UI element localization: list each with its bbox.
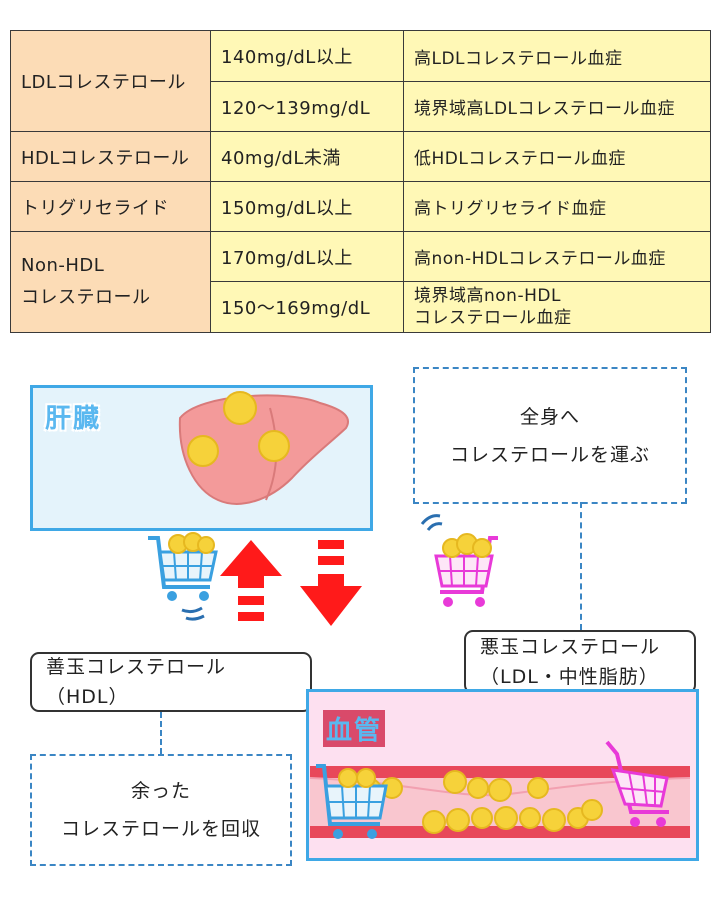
category-cell: Non-HDL コレステロール — [10, 231, 211, 333]
good-cholesterol-label: 善玉コレステロール（HDL） — [30, 652, 312, 712]
table-row: HDLコレステロール 40mg/dL未満 低HDLコレステロール血症 — [10, 131, 711, 182]
value-cell: 140mg/dL以上 — [210, 30, 404, 82]
value-cell: 40mg/dL未満 — [210, 131, 404, 182]
label-line: 善玉コレステロール（HDL） — [46, 656, 227, 708]
recovery-note: 余った コレステロールを回収 — [30, 754, 292, 866]
bad-cholesterol-label: 悪玉コレステロール （LDL・中性脂肪） — [464, 630, 696, 694]
table-row: LDLコレステロール 140mg/dL以上 高LDLコレステロール血症 — [10, 30, 711, 132]
table-row: トリグリセライド 150mg/dL以上 高トリグリセライド血症 — [10, 181, 711, 232]
label-line: 悪玉コレステロール — [480, 636, 661, 658]
category-cell: LDLコレステロール — [10, 30, 211, 132]
diagnosis-cell: 低HDLコレステロール血症 — [403, 131, 711, 182]
diagnosis-cell: 高トリグリセライド血症 — [403, 181, 711, 232]
diagnosis-line: コレステロール血症 — [414, 308, 572, 328]
note-line: コレステロールを回収 — [60, 818, 261, 840]
diagnosis-cell: 高non-HDLコレステロール血症 — [403, 231, 711, 282]
blue-cart-icon — [148, 532, 218, 621]
diagnosis-cell: 高LDLコレステロール血症 — [403, 30, 711, 82]
table-row: 150〜169mg/dL 境界域高non-HDL コレステロール血症 — [11, 281, 711, 333]
diagnosis-cell: 境界域高non-HDL コレステロール血症 — [403, 281, 711, 333]
category-cell: HDLコレステロール — [10, 131, 211, 182]
arrow-up-icon — [220, 540, 282, 621]
value-cell: 170mg/dL以上 — [210, 231, 404, 282]
value-cell: 150mg/dL以上 — [210, 181, 404, 232]
blood-vessel-illustration-icon — [309, 766, 691, 838]
vessel-title: 血管 — [323, 710, 386, 747]
transport-note: 全身へ コレステロールを運ぶ — [413, 367, 687, 504]
arrow-down-icon — [300, 540, 362, 626]
liver-title: 肝臓 — [45, 404, 102, 434]
category-line: Non-HDL — [21, 255, 105, 276]
liver-illustration-icon — [178, 391, 349, 505]
diagnosis-line: 境界域高non-HDL — [414, 286, 561, 306]
note-line: 全身へ — [519, 405, 580, 428]
connector-line — [160, 712, 162, 754]
table-row: Non-HDL コレステロール 170mg/dL以上 高non-HDLコレステロ… — [10, 231, 711, 333]
label-line: （LDL・中性脂肪） — [480, 666, 659, 688]
connector-line — [580, 502, 582, 630]
blue-cart-icon — [316, 764, 388, 839]
table-row: 120〜139mg/dL 境界域高LDLコレステロール血症 — [11, 81, 711, 132]
diagnosis-cell: 境界域高LDLコレステロール血症 — [403, 81, 711, 132]
lipid-criteria-table: LDLコレステロール 140mg/dL以上 高LDLコレステロール血症 120〜… — [10, 30, 711, 333]
pink-cart-icon — [605, 740, 669, 827]
category-cell: トリグリセライド — [10, 181, 211, 232]
pink-cart-icon — [420, 514, 498, 607]
note-line: コレステロールを運ぶ — [449, 443, 650, 466]
note-line: 余った — [130, 780, 191, 802]
value-cell: 150〜169mg/dL — [210, 281, 404, 333]
value-cell: 120〜139mg/dL — [210, 81, 404, 132]
category-line: コレステロール — [21, 287, 151, 308]
